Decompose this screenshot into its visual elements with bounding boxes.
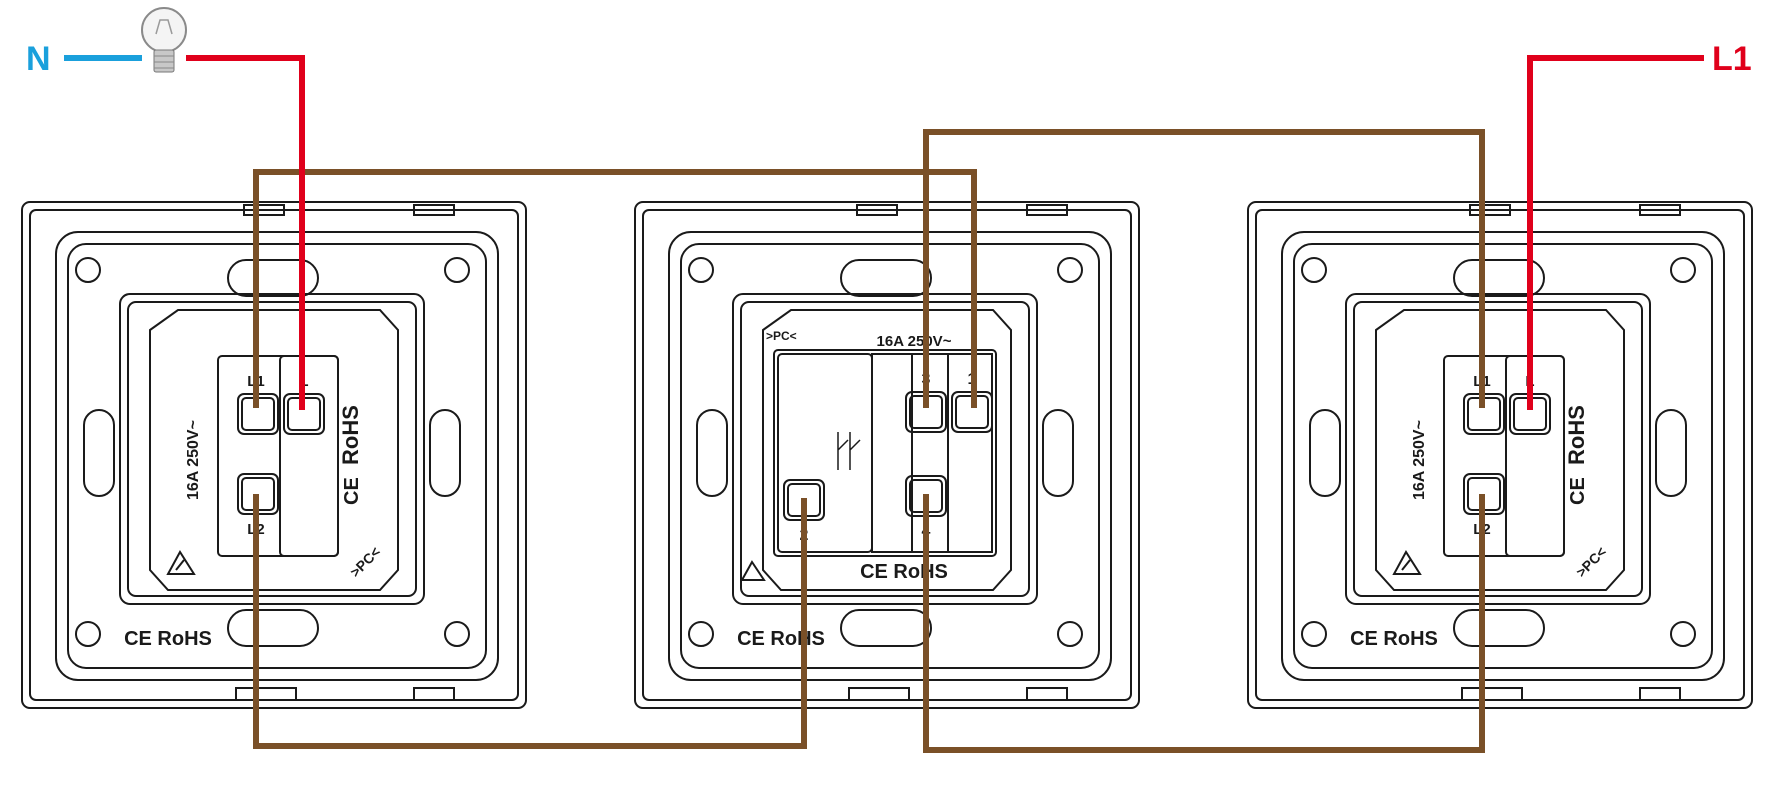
left-rohs-text: RoHS: [338, 405, 363, 465]
switch-schematic-icon: [837, 432, 861, 470]
recycle-icon: [740, 560, 766, 581]
right-frame-cert-text: CE RoHS: [1350, 628, 1438, 650]
left-rating-text: 16A 250V~: [185, 420, 202, 500]
middle-frame-cert-text: CE RoHS: [737, 628, 825, 650]
left-frame-cert-text: CE RoHS: [124, 628, 212, 650]
switch-frame-right: [1247, 201, 1753, 709]
right-material-text: >PC<: [1573, 543, 1610, 580]
middle-rating-text: 16A 250V~: [877, 333, 952, 350]
traveler-wire-bottom-right: [923, 494, 1485, 753]
recycle-icon: [166, 550, 196, 575]
right-ce-text: CE: [1567, 477, 1589, 505]
lamp-to-left-switch-wire: [186, 55, 305, 410]
left-ce-text: CE: [341, 477, 363, 505]
recycle-icon: [1392, 550, 1422, 575]
traveler-wire-bottom-left: [253, 494, 807, 749]
middle-material-text: >PC<: [766, 329, 797, 343]
switch-frame-middle: [634, 201, 1140, 709]
middle-cert-text: CE RoHS: [860, 561, 948, 583]
traveler-wires: [253, 129, 1485, 753]
light-bulb-icon: [141, 7, 187, 73]
line-label: L1: [1712, 40, 1752, 78]
l1-to-right-switch-wire: [1527, 55, 1704, 410]
left-material-text: >PC<: [347, 543, 384, 580]
neutral-label: N: [26, 40, 51, 78]
right-rating-text: 16A 250V~: [1411, 420, 1428, 500]
right-rohs-text: RoHS: [1564, 405, 1589, 465]
traveler-wire-top-left: [253, 169, 977, 408]
traveler-wire-top-right: [923, 129, 1485, 408]
switch-frame-left: [21, 201, 527, 709]
line-wires: [186, 55, 1704, 410]
